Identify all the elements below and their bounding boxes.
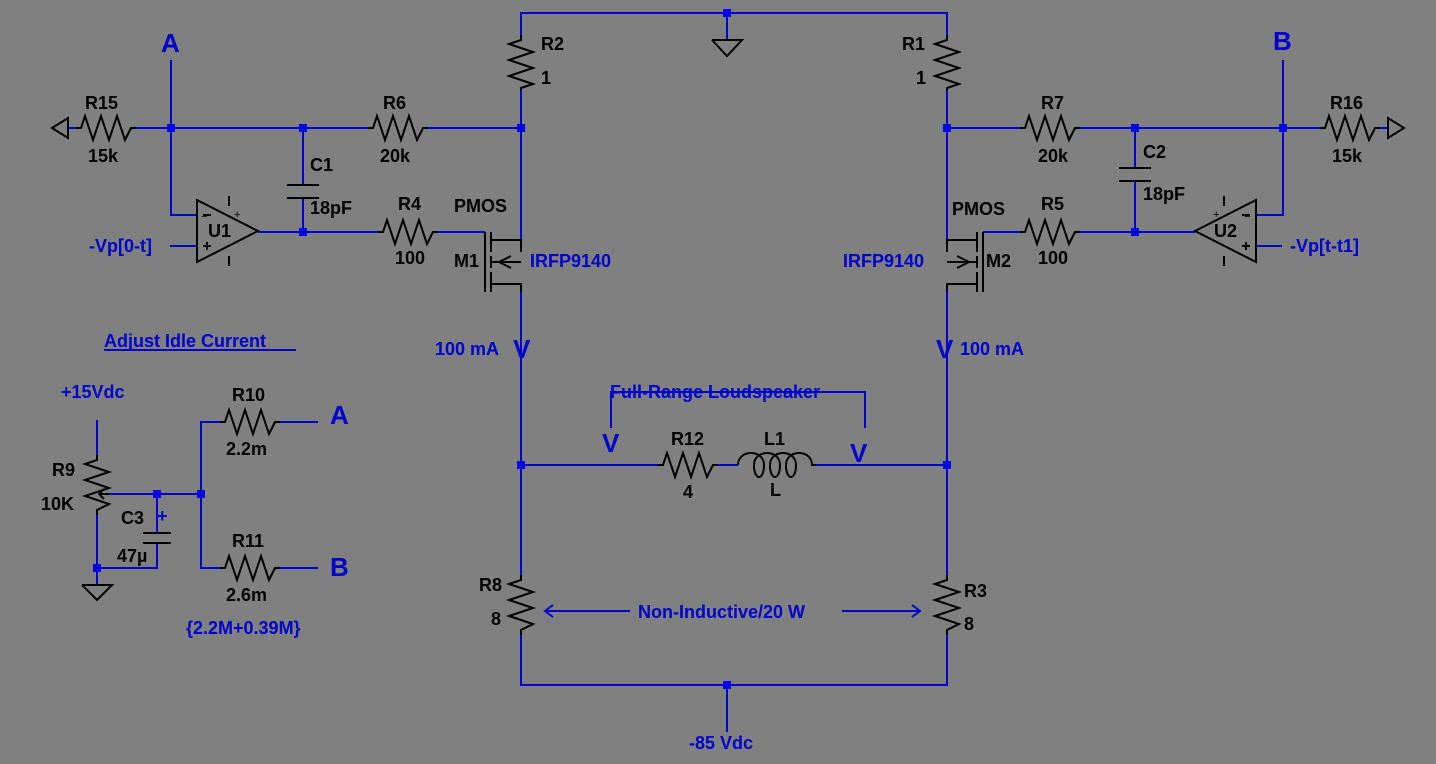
r9-name: R9 bbox=[52, 460, 75, 480]
resistor-r5 bbox=[1020, 216, 1080, 248]
r9-value: 10K bbox=[41, 494, 74, 514]
junction-nodes bbox=[93, 9, 1287, 689]
mosfet-m1 bbox=[484, 232, 522, 292]
net-b-top: B bbox=[1273, 26, 1292, 56]
r2-name: R2 bbox=[541, 34, 564, 54]
resistor-r1 bbox=[931, 35, 963, 90]
net-a-bias: A bbox=[330, 400, 349, 430]
r7-value: 20k bbox=[1038, 146, 1069, 166]
r1-name: R1 bbox=[902, 34, 925, 54]
u2-name: U2 bbox=[1214, 221, 1237, 241]
resistor-r3 bbox=[931, 575, 963, 635]
non-inductive-label: Non-Inductive/20 W bbox=[638, 602, 805, 622]
u1-pin-plus-top: + bbox=[234, 209, 240, 221]
net-a-top: A bbox=[161, 28, 180, 58]
m1-model: IRFP9140 bbox=[530, 251, 611, 271]
r16-name: R16 bbox=[1330, 93, 1363, 113]
c1-name: C1 bbox=[310, 155, 333, 175]
resistor-r16 bbox=[1320, 112, 1380, 144]
c3-polarity-icon: + bbox=[157, 506, 168, 526]
c3-value: 47µ bbox=[117, 546, 147, 566]
probe-arrow-icon: V bbox=[850, 438, 868, 468]
l1-name: L1 bbox=[764, 429, 785, 449]
r6-value: 20k bbox=[380, 146, 411, 166]
loudspeaker-arrows bbox=[610, 391, 866, 428]
c3-name: C3 bbox=[121, 508, 144, 528]
potentiometer-r9 bbox=[81, 455, 113, 515]
r3-value: 8 bbox=[964, 614, 974, 634]
r16-value: 15k bbox=[1332, 146, 1363, 166]
loudspeaker-label: Full-Range Loudspeaker bbox=[610, 382, 820, 402]
c2-value: 18pF bbox=[1143, 184, 1185, 204]
inductor-l1 bbox=[737, 452, 816, 478]
supply-positive: +15Vdc bbox=[61, 382, 125, 402]
r5-name: R5 bbox=[1041, 194, 1064, 214]
resistor-r11 bbox=[220, 552, 280, 584]
capacitor-c1 bbox=[287, 184, 319, 199]
c2-name: C2 bbox=[1143, 142, 1166, 162]
capacitor-c2 bbox=[1119, 167, 1151, 182]
opamp-u2 bbox=[1192, 196, 1257, 266]
current-left: 100 mA bbox=[435, 339, 499, 359]
signal-flag-right-icon bbox=[1387, 116, 1406, 140]
resistor-r6 bbox=[368, 112, 428, 144]
non-inductive-arrows bbox=[543, 604, 922, 618]
r7-name: R7 bbox=[1041, 93, 1064, 113]
r12-value: 4 bbox=[683, 482, 693, 502]
r4-name: R4 bbox=[398, 194, 421, 214]
c1-value: 18pF bbox=[310, 198, 352, 218]
r4-value: 100 bbox=[395, 248, 425, 268]
capacitor-c3 bbox=[143, 532, 171, 544]
m2-model: IRFP9140 bbox=[843, 251, 924, 271]
r3-name: R3 bbox=[964, 581, 987, 601]
r12-name: R12 bbox=[671, 429, 704, 449]
r5-value: 100 bbox=[1038, 248, 1068, 268]
resistor-r7 bbox=[1020, 112, 1080, 144]
r1-value: 1 bbox=[916, 68, 926, 88]
r11-value: 2.6m bbox=[226, 585, 267, 605]
adjust-idle-title: Adjust Idle Current bbox=[104, 331, 266, 351]
r8-value: 8 bbox=[491, 609, 501, 629]
resistor-r15 bbox=[76, 112, 136, 144]
source-left: -Vp[0-t] bbox=[89, 236, 152, 256]
r6-name: R6 bbox=[383, 93, 406, 113]
r11-name: R11 bbox=[232, 531, 264, 551]
current-right: 100 mA bbox=[960, 339, 1024, 359]
r8-name: R8 bbox=[479, 575, 502, 595]
u2-pin-minus: − bbox=[1244, 211, 1250, 223]
m1-type: PMOS bbox=[454, 196, 507, 216]
probe-arrow-icon: V bbox=[513, 334, 531, 364]
r10-name: R10 bbox=[232, 385, 265, 405]
r15-value: 15k bbox=[88, 146, 119, 166]
signal-flag-left-icon bbox=[50, 116, 69, 140]
r11-expression: {2.2M+0.39M} bbox=[186, 618, 301, 638]
u1-name: U1 bbox=[208, 221, 231, 241]
probe-arrow-icon: V bbox=[602, 428, 620, 458]
supply-negative: -85 Vdc bbox=[689, 733, 753, 753]
mosfet-m2 bbox=[946, 232, 984, 292]
ground-icon bbox=[711, 39, 745, 58]
ground-icon bbox=[81, 584, 115, 602]
probe-arrow-icon: V bbox=[936, 334, 954, 364]
m2-name: M2 bbox=[986, 251, 1011, 271]
r15-name: R15 bbox=[85, 93, 118, 113]
net-b-bias: B bbox=[330, 552, 349, 582]
resistor-r8 bbox=[505, 575, 537, 635]
m2-type: PMOS bbox=[952, 199, 1005, 219]
u2-pin-plus-top: + bbox=[1213, 209, 1219, 221]
l1-value: L bbox=[770, 480, 781, 500]
opamp-u1 bbox=[196, 196, 261, 266]
m1-name: M1 bbox=[454, 251, 479, 271]
resistor-r12 bbox=[658, 449, 718, 481]
resistor-r4 bbox=[378, 216, 438, 248]
r2-value: 1 bbox=[541, 68, 551, 88]
source-right: -Vp[t-t1] bbox=[1290, 236, 1359, 256]
r10-value: 2.2m bbox=[226, 439, 267, 459]
resistor-r10 bbox=[220, 406, 280, 438]
wires bbox=[68, 12, 1388, 732]
u1-pin-minus: − bbox=[201, 211, 207, 223]
resistor-r2 bbox=[505, 35, 537, 90]
